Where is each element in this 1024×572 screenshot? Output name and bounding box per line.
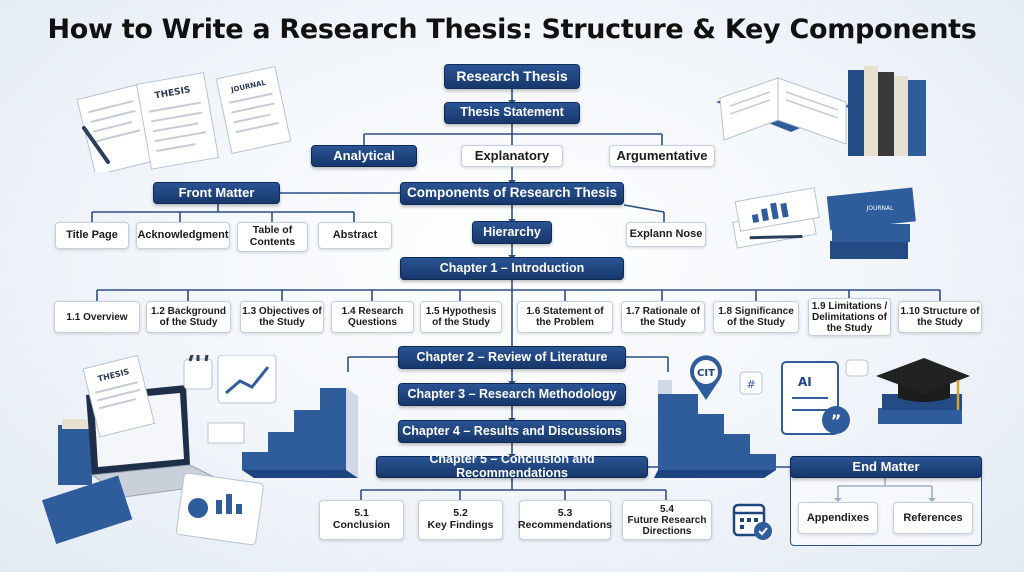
argumentative-node: Argumentative (609, 145, 715, 167)
section-label: Key Findings (427, 519, 494, 531)
chapter-4-node: Chapter 4 – Results and Discussions (398, 420, 626, 443)
end-matter-item: Appendixes (798, 502, 878, 534)
chapter-1-section: 1.7 Rationale of the Study (621, 301, 705, 333)
book-label: JOURNAL (866, 205, 895, 212)
chapter-2-node: Chapter 2 – Review of Literature (398, 346, 626, 369)
chapter-3-node: Chapter 3 – Research Methodology (398, 383, 626, 406)
research-thesis-node: Research Thesis (444, 64, 580, 89)
front-matter-item: Table of Contents (237, 222, 308, 252)
analytical-node: Analytical (311, 145, 417, 167)
laptop-illustration: THESIS (58, 355, 277, 498)
svg-text:#: # (746, 378, 755, 391)
chapter-1-section: 1.5 Hypothesis of the Study (420, 301, 502, 333)
components-node: Components of Research Thesis (400, 182, 624, 205)
hierarchy-node: Hierarchy (472, 221, 552, 244)
front-matter-item: Acknowledgment (136, 222, 230, 249)
section-label: Future Research Directions (627, 514, 707, 537)
chapter-1-section: 1.9 Limitations / Delimitations of the S… (808, 298, 891, 336)
front-matter-node: Front Matter (153, 182, 280, 204)
calendar-check-icon (732, 503, 772, 540)
graduation-cap-illustration (876, 358, 970, 424)
ai-label: AI (798, 375, 812, 389)
section-number: 5.2 (453, 507, 468, 520)
staircase-left-illustration (242, 388, 358, 478)
chapter-5-node: Chapter 5 – Conclusion and Recommendatio… (376, 452, 648, 480)
chapter-1-section: 1.6 Statement of the Problem (517, 301, 613, 333)
chapter-1-section: 1.8 Significance of the Study (713, 301, 799, 333)
explanatory-node: Explanatory (461, 145, 563, 167)
page-title: How to Write a Research Thesis: Structur… (47, 14, 977, 45)
section-label: Recommendations (518, 519, 612, 531)
chapter-5-section: 5.4 Future Research Directions (622, 500, 712, 540)
front-matter-item: Abstract (318, 222, 392, 249)
chapter-5-section: 5.3 Recommendations (518, 500, 612, 540)
book-clipboard-illustration (42, 472, 264, 546)
chapter-1-section: 1.10 Structure of the Study (898, 301, 982, 333)
end-matter-item: References (893, 502, 973, 534)
chapter-1-section: 1.2 Background of the Study (146, 301, 231, 333)
documents-illustration: THESIS JOURNAL (76, 65, 292, 172)
cit-label: CIT (697, 368, 715, 379)
book-stack-illustration: JOURNAL (732, 187, 916, 259)
front-matter-item: Title Page (55, 222, 129, 249)
thesis-statement-node: Thesis Statement (444, 102, 580, 124)
staircase-right-illustration (654, 380, 776, 478)
chapter-5-section: 5.2 Key Findings (418, 500, 503, 540)
cit-pin-icon: CIT (690, 355, 722, 400)
ai-document-illustration: # AI ” (739, 359, 869, 435)
chapter-5-section: 5.1 Conclusion (319, 500, 404, 540)
chapter-1-section: 1.3 Objectives of the Study (240, 301, 324, 333)
svg-text:”: ” (831, 411, 842, 430)
section-number: 5.4 (660, 503, 674, 515)
chapter-1-section: 1.1 Overview (54, 301, 140, 333)
chapter-1-section: 1.4 Research Questions (331, 301, 414, 333)
books-illustration (716, 66, 926, 156)
end-matter-node: End Matter (790, 456, 982, 478)
side-note-node: Explann Nose (626, 222, 706, 247)
section-label: Conclusion (332, 519, 391, 531)
section-number: 5.3 (557, 507, 573, 520)
chapter-1-node: Chapter 1 – Introduction (400, 257, 624, 280)
section-number: 5.1 (354, 507, 369, 520)
